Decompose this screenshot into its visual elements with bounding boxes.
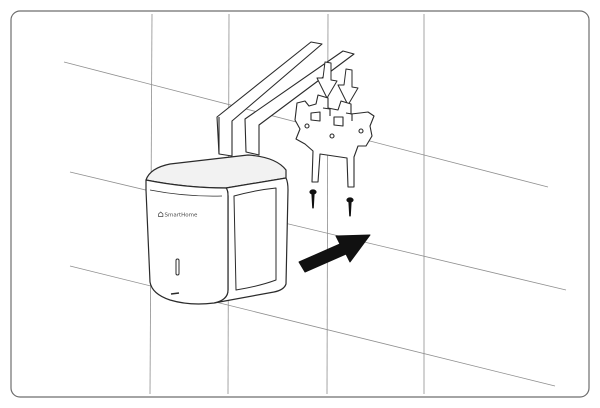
wall-bracket — [294, 94, 375, 188]
status-led-slot — [175, 258, 180, 276]
bracket-slot — [333, 116, 344, 127]
guide-rail-front — [244, 50, 355, 156]
arrow-down-outline-icon — [316, 61, 359, 106]
brand-logo: SmartHome — [158, 211, 198, 219]
bracket-hook — [322, 107, 331, 116]
bracket-slot — [310, 111, 321, 122]
dryer-side-panel — [233, 187, 277, 291]
bracket-hole — [304, 123, 310, 129]
screw-right — [346, 197, 354, 217]
screw-left — [309, 189, 317, 209]
arrow-down-right — [337, 68, 359, 106]
brand-label: SmartHome — [165, 213, 198, 219]
mounting-guide-rails — [216, 41, 355, 157]
screw-icon — [309, 189, 354, 217]
dryer-front — [145, 179, 229, 305]
dryer-outlet-mark — [170, 292, 180, 295]
hand-dryer — [145, 154, 289, 305]
outer-border — [10, 10, 590, 398]
bracket-hole — [329, 133, 335, 139]
dryer-front-edge — [149, 189, 223, 197]
bracket-hole — [358, 128, 364, 134]
bracket-hook — [345, 112, 353, 121]
arrow-right-filled-icon — [298, 234, 371, 273]
insertion-arrow — [298, 234, 371, 273]
house-logo-icon — [158, 211, 164, 217]
arrow-down-left — [316, 61, 338, 99]
